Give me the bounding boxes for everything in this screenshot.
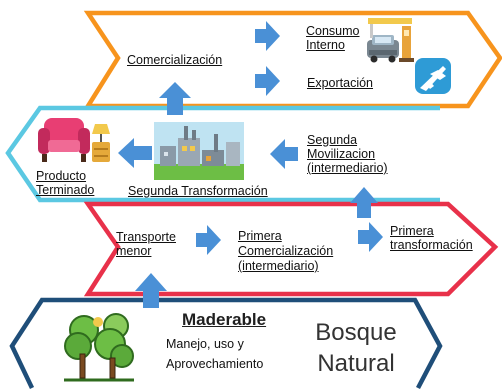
red-band xyxy=(83,201,499,297)
primera-comercializacion-label-line2: Comercialización xyxy=(238,244,334,258)
airplane-icon xyxy=(415,58,451,94)
arrow-to-primera-comercializacion xyxy=(196,225,221,255)
truck-icon xyxy=(367,35,399,63)
arrow-up-to-comercializacion xyxy=(159,82,191,115)
consumo-interno-label-line2: Interno xyxy=(306,38,345,52)
producto-terminado-label-line2: Terminado xyxy=(36,183,95,197)
lamp-icon xyxy=(92,124,110,162)
comercializacion-label: Comercialización xyxy=(127,53,223,67)
primera-transformacion-label-line1: Primera xyxy=(390,224,434,238)
primera-comercializacion-label-line3: (intermediario) xyxy=(238,259,319,273)
segunda-movilizacion-label-line3: (intermediario) xyxy=(307,161,388,175)
arrow-to-consumo xyxy=(255,21,280,51)
arrow-to-segunda-transformacion xyxy=(270,139,298,169)
bosque-label: Bosque xyxy=(315,319,397,346)
arrow-to-primera-transformacion xyxy=(358,222,383,252)
segunda-movilizacion-label-line1: Segunda xyxy=(307,133,358,147)
arrow-up-to-segunda-movilizacion xyxy=(350,187,378,218)
transporte-menor-label-line2: menor xyxy=(116,244,152,258)
arrow-to-exportacion xyxy=(255,66,280,96)
exportacion-label: Exportación xyxy=(307,76,374,90)
segunda-transformacion-label: Segunda Transformación xyxy=(128,184,268,198)
arrow-to-producto xyxy=(118,138,152,168)
navy-band xyxy=(9,297,443,390)
manejo-label-line2: Aprovechamiento xyxy=(166,357,264,371)
transporte-menor-label-line1: Transporte xyxy=(116,230,176,244)
primera-transformacion-label-line2: transformación xyxy=(390,238,473,252)
consumo-interno-label-line1: Consumo xyxy=(306,24,360,38)
forest-icon xyxy=(62,308,136,384)
natural-label: Natural xyxy=(317,350,395,377)
gas-pump-icon xyxy=(368,18,414,62)
factory-icon xyxy=(154,122,244,180)
producto-terminado-label-line1: Producto xyxy=(36,169,87,183)
arrow-up-to-transporte xyxy=(135,273,167,308)
primera-comercializacion-label-line1: Primera xyxy=(238,229,282,243)
segunda-movilizacion-label-line2: Movilizacion xyxy=(307,147,376,161)
armchair-icon xyxy=(38,118,90,162)
maderable-title: Maderable xyxy=(182,310,267,329)
manejo-label-line1: Manejo, uso y xyxy=(166,337,244,351)
orange-band xyxy=(83,10,502,109)
